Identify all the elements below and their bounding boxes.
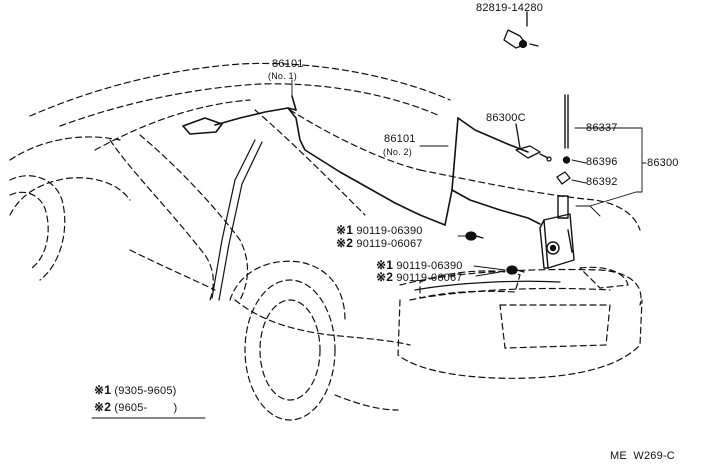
bolt-lower-1-mark: ※1 — [376, 258, 394, 272]
bolt-lower — [506, 265, 525, 275]
antenna-cord-no2-note: (No. 2) — [383, 147, 412, 157]
bolt-upper-1-label: ※1 90119-06390 — [336, 224, 423, 237]
car-body-details — [211, 139, 561, 301]
antenna-cord-connector — [515, 123, 552, 162]
legend-item-1-range: (9305-9605) — [114, 385, 177, 397]
antenna-motor-assy — [539, 195, 575, 269]
ground-bolt-part — [503, 11, 539, 49]
antenna-mast-part — [562, 94, 571, 164]
bolt-upper-2-mark: ※2 — [336, 236, 354, 250]
legend-item-1: ※1 (9305-9605) — [94, 384, 177, 397]
antenna-cord-no2-label: 86101 — [384, 133, 416, 145]
bolt-upper-2-number: 90119-06067 — [356, 238, 423, 250]
antenna-cord-sub-label: 86300C — [486, 112, 526, 124]
bolt-upper-2-label: ※2 90119-06067 — [336, 237, 423, 250]
legend-item-2-mark: ※2 — [94, 400, 112, 414]
antenna-cord-no2 — [444, 117, 541, 226]
antenna-cord-no1 — [182, 95, 446, 226]
legend-item-2: ※2 (9605- ) — [94, 401, 177, 414]
pole-sub-assy-label: 86337 — [586, 122, 618, 134]
legend-item-2-range: (9605- ) — [114, 402, 178, 414]
antenna-cord-no1-note: (No. 1) — [268, 71, 297, 81]
bolt-upper-1-number: 90119-06390 — [356, 225, 423, 237]
bolt-lower-2-mark: ※2 — [376, 270, 394, 284]
bolt-lower-2-number: 90119-06067 — [396, 272, 463, 284]
bolt-upper — [465, 231, 484, 241]
antenna-cord-no1-label: 86101 — [272, 58, 304, 70]
figure-code: ME W269-C — [610, 450, 675, 462]
antenna-assy-label: 86300 — [647, 157, 679, 169]
ground-bolt-label: 82819-14280 — [476, 2, 544, 14]
bolt-lower-1-number: 90119-06390 — [396, 260, 463, 272]
legend-item-1-mark: ※1 — [94, 383, 112, 397]
car-body-outline — [9, 62, 643, 421]
bolt-lower-2-label: ※2 90119-06067 — [376, 271, 463, 284]
bolt-upper-1-mark: ※1 — [336, 223, 354, 237]
antenna-bushing-part — [556, 171, 571, 185]
antenna-nut-label: 86396 — [586, 156, 618, 168]
leader-lines — [291, 79, 647, 277]
bolt-lower-1-label: ※1 90119-06390 — [376, 259, 463, 272]
antenna-bushing-label: 86392 — [586, 176, 618, 188]
